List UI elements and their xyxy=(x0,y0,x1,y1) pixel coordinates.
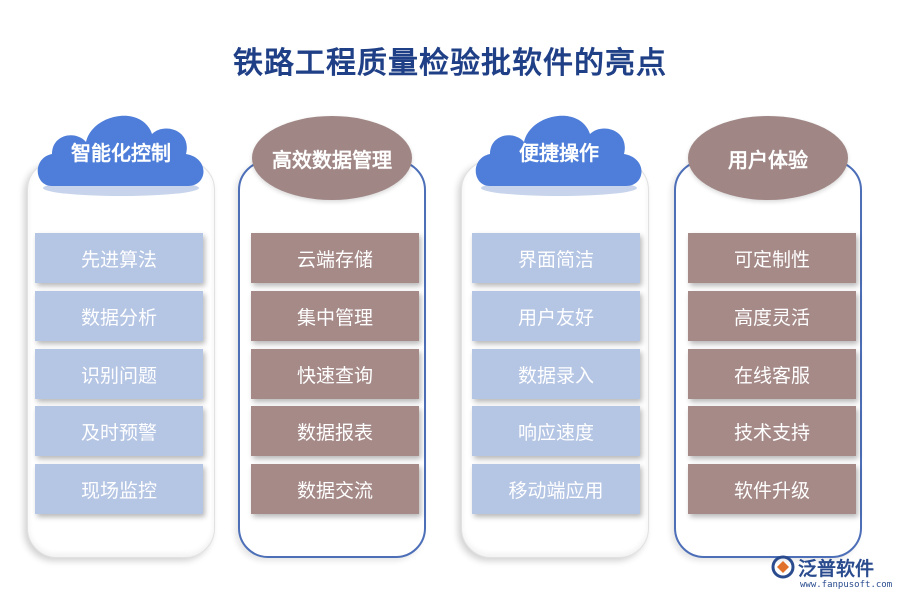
list-item: 用户友好 xyxy=(472,291,640,341)
page-title: 铁路工程质量检验批软件的亮点 xyxy=(233,46,667,81)
ellipse-header-2: 高效数据管理 xyxy=(252,116,412,200)
brand-url: www.fanpusoft.com xyxy=(800,580,893,590)
list-item: 数据交流 xyxy=(251,464,419,514)
list-item: 集中管理 xyxy=(251,291,419,341)
list-item: 数据分析 xyxy=(35,291,203,341)
brand-name: 泛普软件 xyxy=(798,558,875,580)
cloud-icon xyxy=(475,115,642,196)
brand-logo: 泛普软件 www.fanpusoft.com xyxy=(770,552,895,596)
cloud-header-3: 便捷操作 xyxy=(468,100,650,198)
cloud-icon xyxy=(37,115,204,196)
list-item: 可定制性 xyxy=(688,233,856,283)
list-item: 数据录入 xyxy=(472,349,640,399)
list-item: 快速查询 xyxy=(251,349,419,399)
cloud-header-label: 便捷操作 xyxy=(519,141,599,165)
list-item: 在线客服 xyxy=(688,349,856,399)
cloud-header-label: 智能化控制 xyxy=(71,141,171,165)
logo-icon xyxy=(771,555,795,579)
list-item: 及时预警 xyxy=(35,406,203,456)
list-item: 响应速度 xyxy=(472,406,640,456)
cloud-header-1: 智能化控制 xyxy=(30,100,212,198)
list-item: 高度灵活 xyxy=(688,291,856,341)
list-item: 云端存储 xyxy=(251,233,419,283)
list-item: 数据报表 xyxy=(251,406,419,456)
list-item: 移动端应用 xyxy=(472,464,640,514)
list-item: 先进算法 xyxy=(35,233,203,283)
list-item: 现场监控 xyxy=(35,464,203,514)
list-item: 技术支持 xyxy=(688,406,856,456)
ellipse-header-4: 用户体验 xyxy=(688,116,848,200)
list-item: 软件升级 xyxy=(688,464,856,514)
list-item: 界面简洁 xyxy=(472,233,640,283)
list-item: 识别问题 xyxy=(35,349,203,399)
